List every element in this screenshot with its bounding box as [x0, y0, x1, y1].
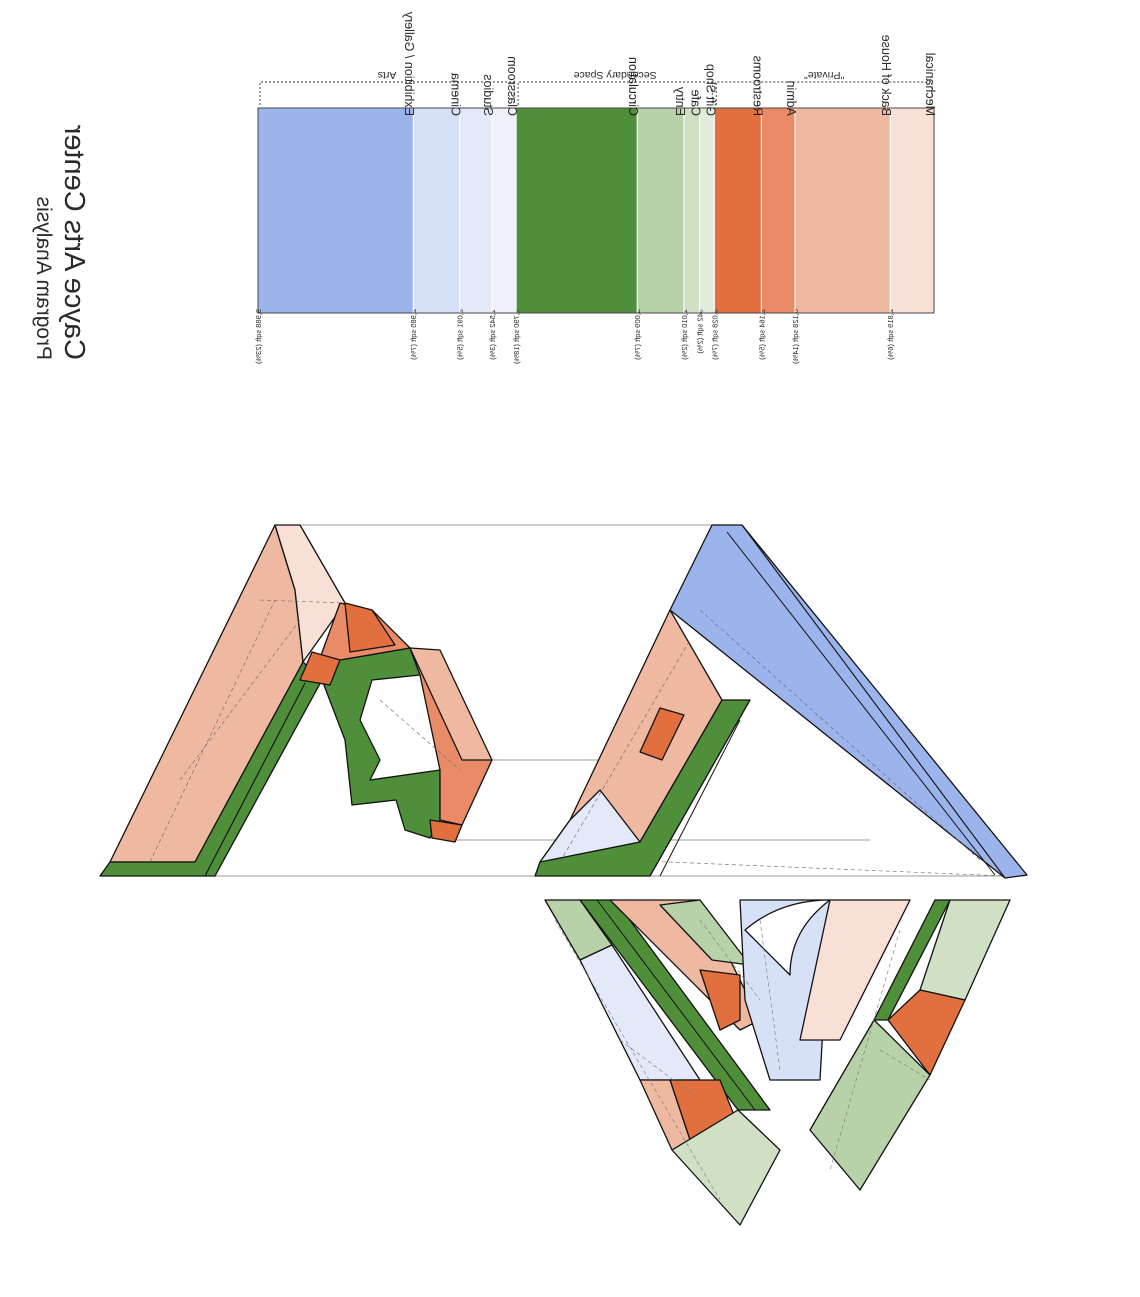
program-area: 2,091 sqft (5%) [456, 309, 465, 360]
restroom-block [344, 602, 396, 653]
exploded-segment-b [609, 899, 911, 1081]
program-area-bar: Mechanical 2,819 sqft (6%) Back of House 6,… [254, 11, 937, 364]
program-name: Cinema [449, 73, 463, 116]
group-label: Arts [378, 69, 397, 81]
program-segment: Cinema 2,985 sqft (7%) [409, 73, 462, 360]
program-bar-frame [257, 107, 935, 314]
exploded-segment-a [544, 899, 781, 1226]
program-segment: Studios 2,091 sqft (5%) [456, 74, 495, 360]
program-name: Back of House [879, 35, 893, 116]
program-area: 942 sqft (2%) [696, 309, 705, 354]
admin-wing-top [409, 647, 493, 761]
segment-a-end [671, 1109, 781, 1226]
program-segment: Classroom 1,542 sqft (3%) [488, 56, 519, 360]
group-bracket: Secondary Space [517, 69, 713, 105]
program-name: Admin [784, 81, 798, 116]
program-name: Restrooms [750, 56, 764, 116]
program-name: Mechanical [923, 53, 937, 116]
mechanical-band [274, 524, 346, 663]
page-title: Cayce Arts Center [58, 124, 90, 360]
program-name: Circulation [626, 57, 640, 116]
program-area: 3,009 sqft (7%) [633, 309, 642, 360]
program-name: Exhibition / Gallery [402, 11, 416, 116]
program-segment: Back of House 6,128 sqft (14%) [791, 35, 893, 365]
program-segment: Circulation 7,790 sqft (18%) [512, 57, 640, 365]
group-label: Secondary Space [574, 69, 657, 81]
program-area: 2,985 sqft (7%) [409, 309, 418, 360]
restroom-block-2 [299, 651, 341, 686]
segment-c-restroom [887, 989, 966, 1076]
admin-wing-tip [429, 819, 463, 843]
level-one-volume [99, 524, 493, 877]
exploded-segment-c [809, 899, 1011, 1191]
program-area: 1,542 sqft (3%) [488, 309, 497, 360]
gallery-band [669, 524, 1028, 879]
program-segment: Entry 3,009 sqft (7%) [633, 86, 687, 360]
program-area: 2,164 sqft (5%) [757, 309, 766, 360]
program-segment: Admin 2,164 sqft (5%) [757, 81, 798, 361]
group-label: "Private" [804, 69, 844, 81]
segment-a-circulation [579, 899, 771, 1111]
page-subtitle: Program Analysis [32, 197, 55, 360]
program-name: Studios [481, 74, 495, 116]
program-name: Entry [673, 86, 687, 116]
program-area: 1,010 sqft (2%) [680, 309, 689, 360]
program-area: 9,988 sqft (23%) [254, 309, 263, 365]
program-name: Gift Shop [703, 64, 717, 116]
program-area: 7,790 sqft (18%) [512, 309, 521, 365]
segment-b-restroom [699, 969, 741, 1031]
program-area: 6,128 sqft (14%) [791, 309, 800, 365]
group-bracket: "Private" [715, 69, 933, 105]
segment-c-entry [809, 1019, 931, 1191]
program-name: Cafe [689, 90, 703, 116]
program-segment: Restrooms 3,028 sqft (7%) [710, 56, 764, 361]
program-segment: Exhibition / Gallery 9,988 sqft (23%) [254, 11, 416, 364]
program-area: 3,028 sqft (7%) [710, 309, 719, 360]
restroom-block-3 [639, 707, 685, 761]
group-bracket: Arts [259, 69, 515, 105]
program-area: 2,819 sqft (6%) [886, 309, 895, 360]
title-block: Cayce Arts Center Program Analysis [32, 124, 90, 360]
level-two-volume [534, 524, 1028, 879]
program-name: Classroom [505, 56, 519, 116]
segment-b-mechanical [799, 899, 911, 1041]
circulation-band-2 [534, 699, 751, 877]
